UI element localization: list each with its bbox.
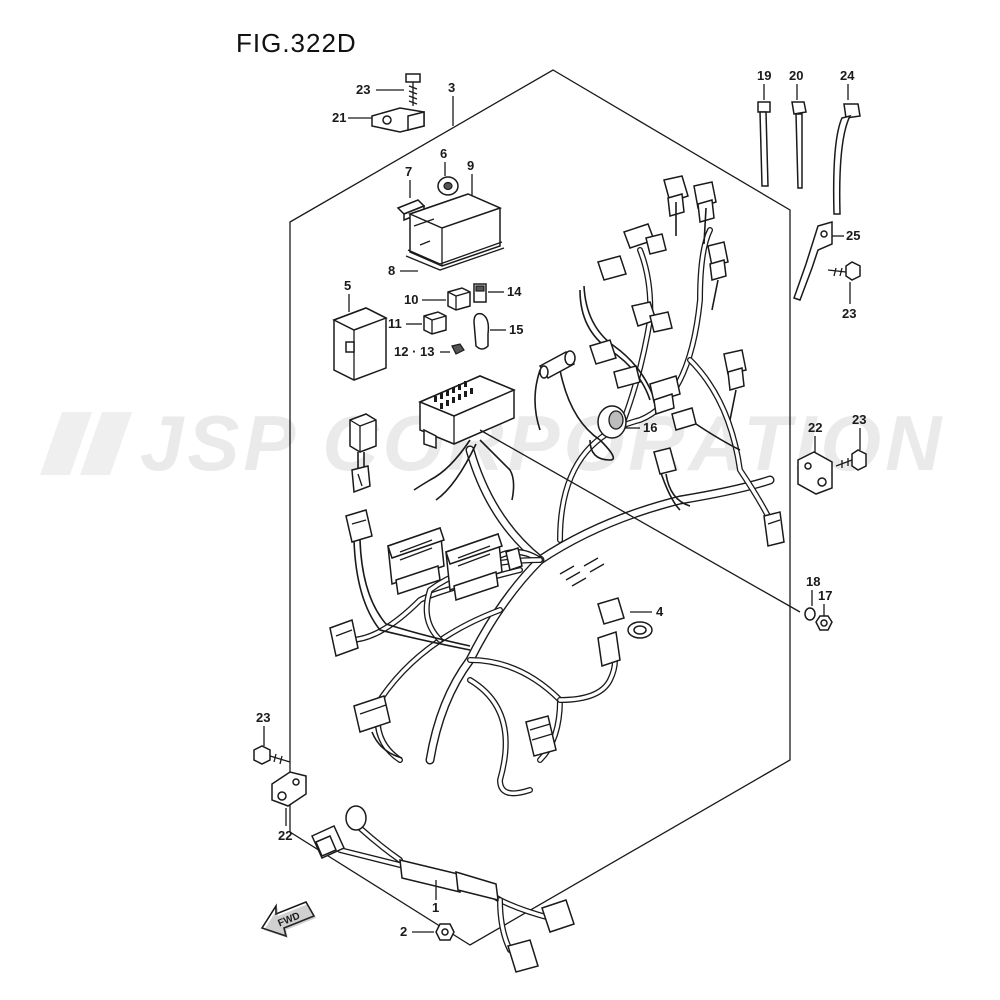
callout-3: 3 — [448, 80, 455, 95]
callout-22-lower: 22 — [278, 828, 292, 843]
relay-11 — [423, 311, 447, 335]
bolt-23-lower — [253, 745, 291, 765]
callout-23-lower: 23 — [256, 710, 270, 725]
callout-14: 14 — [507, 284, 522, 299]
junction-block — [418, 375, 516, 450]
ecu-connector-left — [387, 526, 445, 595]
callout-16: 16 — [643, 420, 657, 435]
callout-8: 8 — [388, 263, 395, 278]
connector-small-ecu — [505, 547, 523, 571]
main-harness — [347, 227, 775, 797]
callout-18: 18 — [806, 574, 820, 589]
callout-10: 10 — [404, 292, 418, 307]
assembly-outline — [289, 69, 791, 946]
connector-lower-left — [329, 619, 403, 759]
connector-right-end — [763, 511, 785, 547]
fuse-box-9 — [407, 193, 503, 267]
cable-tie-19 — [757, 101, 771, 187]
bolt-23-right — [835, 449, 867, 471]
callout-19: 19 — [757, 68, 771, 83]
harness-tape — [559, 557, 605, 587]
cap-15 — [473, 312, 490, 350]
callout-7: 7 — [405, 164, 412, 179]
fuse-14 — [473, 283, 487, 303]
bolt-23-right-top — [827, 261, 861, 281]
callout-24: 24 — [840, 68, 855, 83]
nut-2 — [435, 923, 455, 941]
coupler-left — [345, 509, 373, 543]
callout-6: 6 — [440, 146, 447, 161]
bracket-25 — [793, 221, 833, 301]
bracket-21 — [371, 107, 425, 133]
callout-15: 15 — [509, 322, 523, 337]
sub-harness-1 — [311, 805, 575, 973]
cable-tie-20 — [791, 101, 807, 189]
bracket-22-lower — [271, 771, 307, 807]
callout-12-13: 12 · 13 — [394, 344, 434, 359]
relay-10 — [447, 287, 471, 311]
callout-25: 25 — [846, 228, 860, 243]
inline-connector — [525, 715, 557, 757]
fuse-box-base-8 — [405, 241, 505, 271]
callout-22-right: 22 — [808, 420, 822, 435]
callout-11: 11 — [388, 316, 402, 331]
callout-9: 9 — [467, 158, 474, 173]
buzzer-16 — [597, 405, 627, 439]
clamp-24 — [832, 103, 861, 215]
bolt-23-top — [405, 73, 421, 106]
callout-21: 21 — [332, 110, 346, 125]
connector-4 — [597, 597, 653, 667]
callout-2: 2 — [400, 924, 407, 939]
callout-17: 17 — [818, 588, 832, 603]
callout-1: 1 — [432, 900, 439, 915]
callout-23-right-top: 23 — [842, 306, 856, 321]
fwd-arrow: FWD — [260, 900, 316, 938]
figure-title: FIG.322D — [236, 28, 357, 58]
callout-23: 23 — [356, 82, 370, 97]
washer-18 — [804, 607, 816, 621]
sensor-plug — [538, 350, 576, 379]
connector-mid — [653, 447, 691, 507]
callout-20: 20 — [789, 68, 803, 83]
relay-connector — [349, 413, 377, 494]
connector-cluster-top-right — [589, 175, 747, 451]
callout-23-right: 23 — [852, 412, 866, 427]
ecu-connector-right — [445, 532, 503, 601]
bracket-22-right — [797, 451, 833, 495]
callout-4: 4 — [656, 604, 664, 619]
nut-17 — [815, 615, 833, 631]
callout-5: 5 — [344, 278, 351, 293]
relay-holder-5 — [332, 307, 388, 381]
fuse-12-13 — [451, 343, 465, 355]
grommet-6 — [437, 176, 459, 196]
